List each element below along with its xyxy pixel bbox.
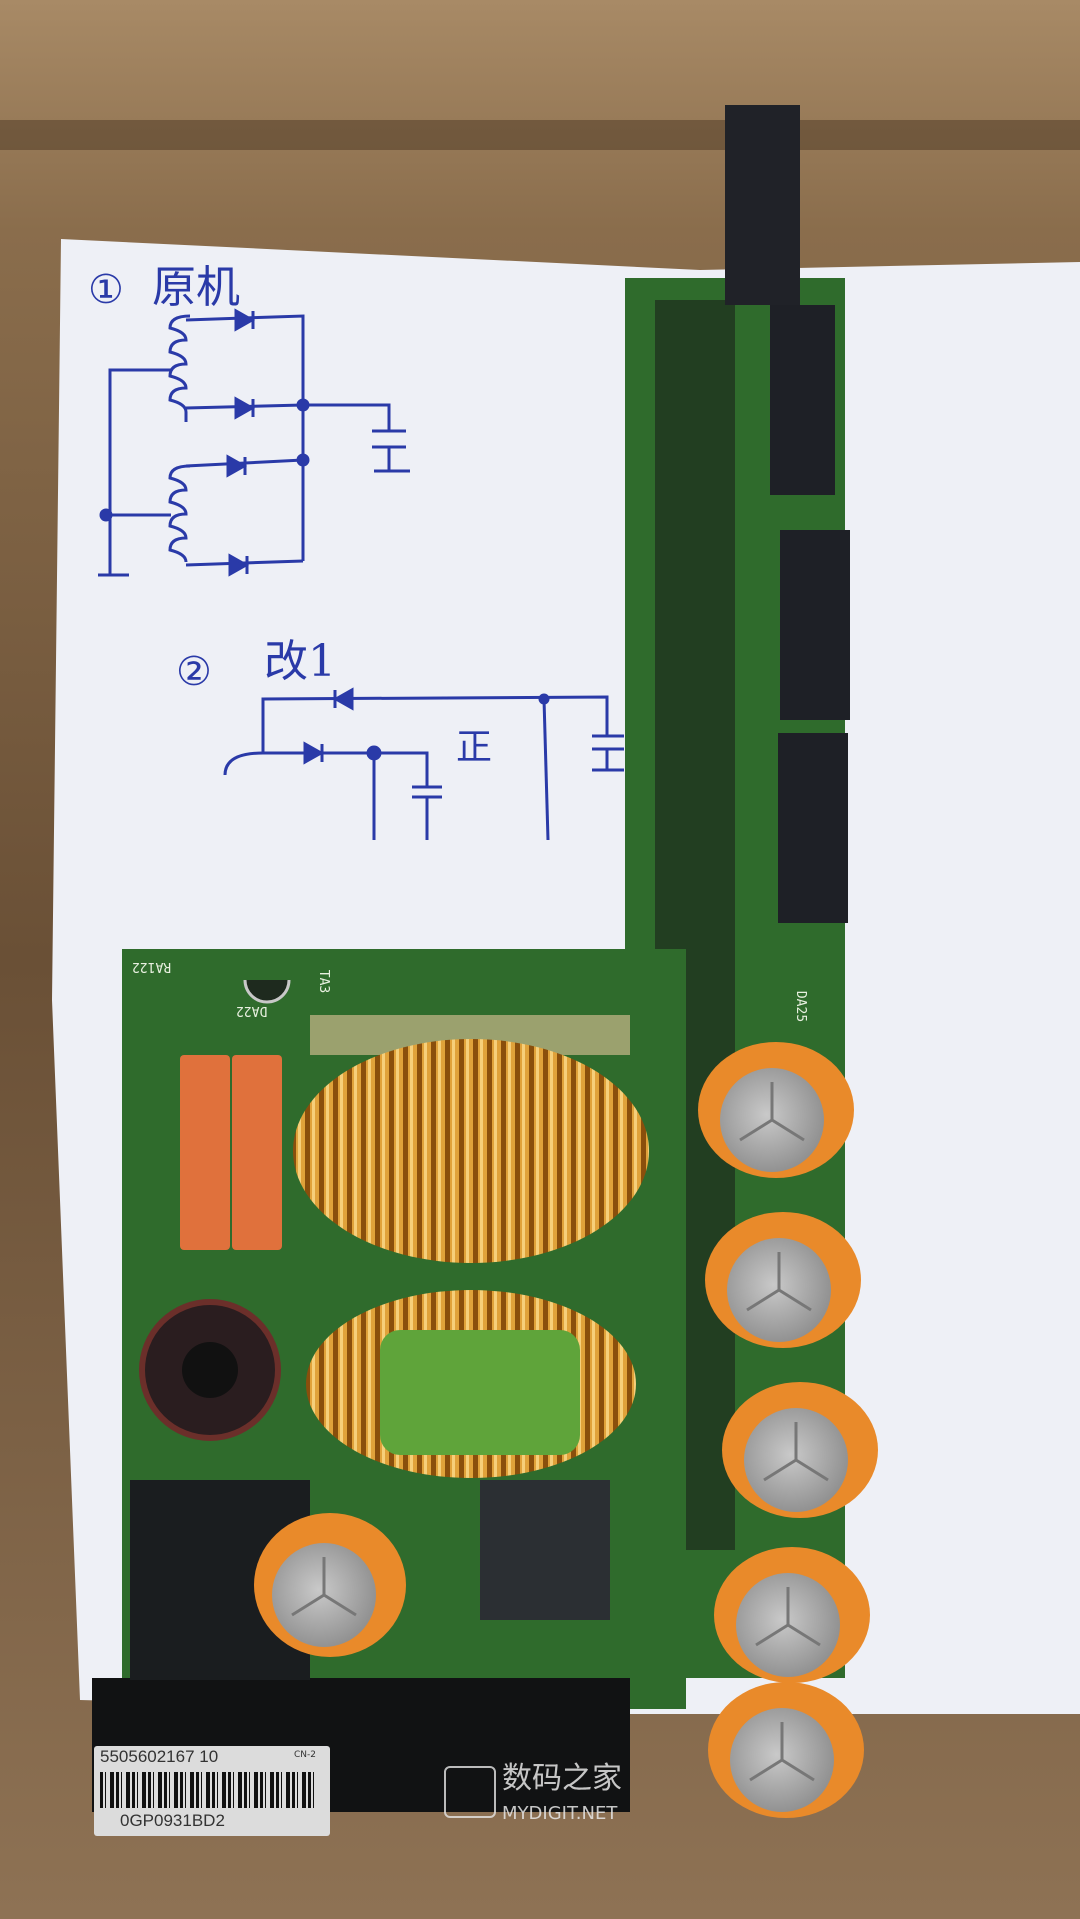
watermark-logo-icon [444,1766,496,1818]
label-small-mark: CN-2 [294,1750,316,1760]
section1-number: ① [88,267,124,313]
capacitor [254,1513,406,1657]
label-code: 0GP0931BD2 [120,1811,225,1830]
watermark-chinese: 数码之家 [502,1761,622,1796]
fuse-holder-1 [180,1055,230,1250]
section2-title: 改1 [264,636,336,687]
capacitors [254,1042,878,1818]
heatsink-2 [780,530,850,720]
watermark-english: MYDIGIT.NET [502,1803,618,1824]
capacitor [705,1212,861,1348]
capacitor [708,1682,864,1818]
heatsink-3 [778,733,848,923]
toroid-inductor-1 [293,1039,649,1263]
green-core [380,1330,580,1455]
capacitor [714,1547,870,1683]
silk-ra122: RA122 [132,959,172,974]
capacitor [722,1382,878,1518]
schematic-original [98,308,410,577]
heatsink-top [725,105,800,305]
schematic-modified [223,687,624,841]
part-number: 5505602167 10 [100,1747,219,1766]
barcode-label: 5505602167 10 CN-2 0GP0931BD2 [94,1746,330,1836]
capacitor [698,1042,854,1178]
polarity-mark: 正 [456,727,493,768]
heatsink-1 [770,305,835,495]
silk-da25: DA25 [793,990,809,1023]
section2-number: ② [176,649,212,695]
barcode [100,1772,314,1808]
silk-ta3: TA3 [316,969,332,994]
section1-title: 原机 [152,262,240,313]
fuse-holder-2 [232,1055,282,1250]
silk-da22: DA22 [236,1003,268,1018]
